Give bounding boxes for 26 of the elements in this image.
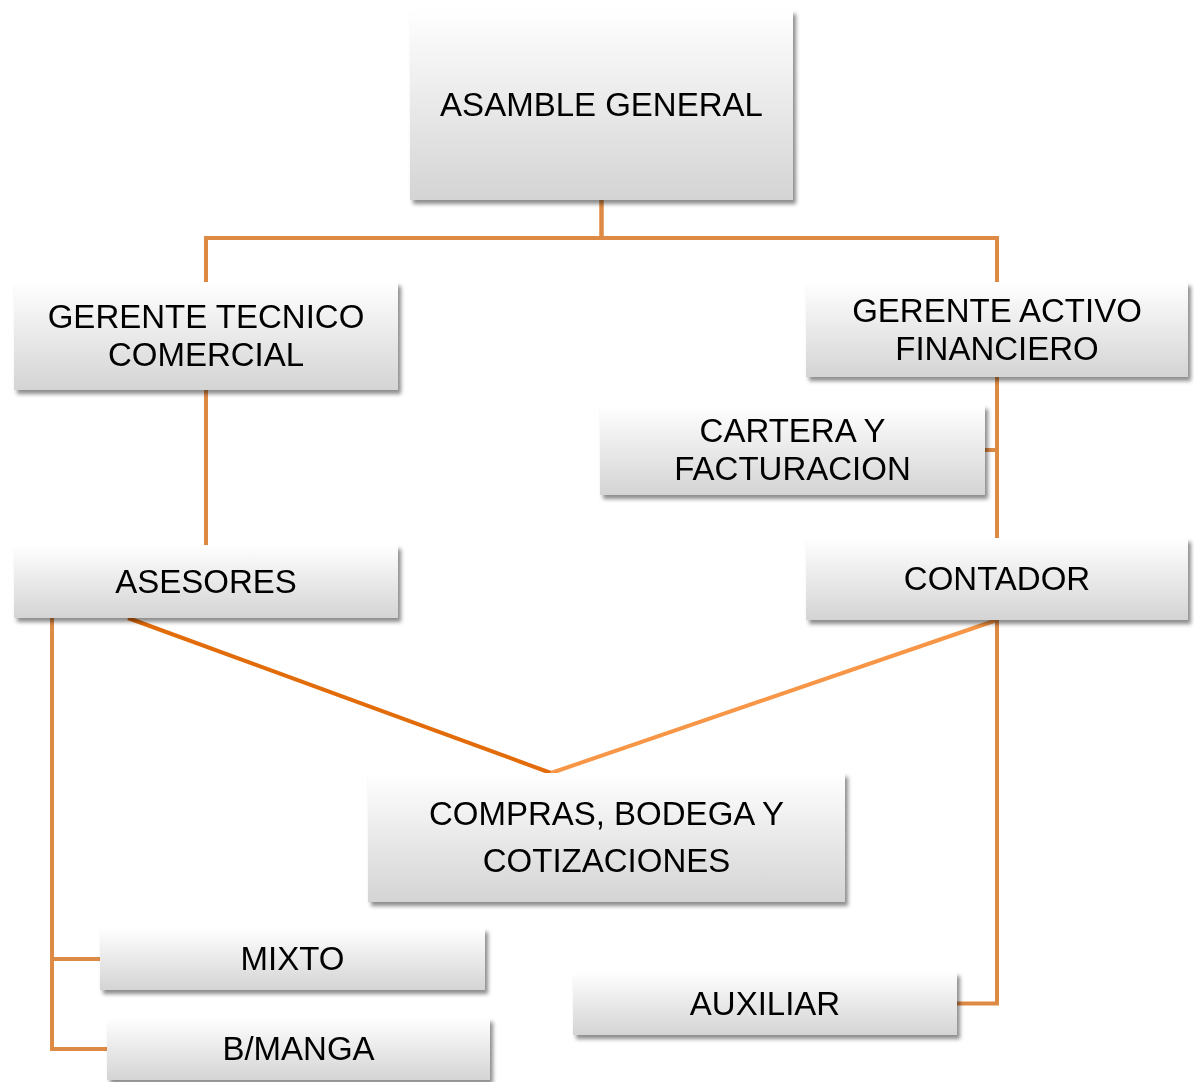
box-label: COMPRAS, BODEGA Y COTIZACIONES [427, 794, 786, 881]
org-box [410, 10, 793, 200]
box-label: B/MANGA [222, 1030, 375, 1068]
org-box [806, 282, 1188, 377]
connector-line [550, 618, 998, 775]
box-label: CARTERA Y FACTURACION [673, 412, 912, 488]
box-label: CONTADOR [903, 560, 1091, 598]
org-box [806, 538, 1188, 620]
connector-line [599, 200, 999, 282]
org-box [600, 405, 985, 495]
box-label: ASAMBLE GENERAL [440, 86, 763, 124]
org-box [368, 773, 845, 902]
org-box [100, 928, 485, 990]
connector-line [204, 390, 208, 545]
box-label: GERENTE ACTIVO FINANCIERO [851, 291, 1143, 368]
box-label: ASESORES [115, 562, 297, 601]
connector-line [957, 620, 999, 1006]
box-label: AUXILIAR [689, 984, 841, 1023]
org-box [573, 972, 957, 1035]
org-box [14, 545, 398, 618]
org-box [14, 282, 398, 390]
org-box [107, 1018, 490, 1080]
connector-line [50, 618, 107, 1051]
box-label: MIXTO [240, 940, 345, 978]
box-label: GERENTE TECNICO COMERCIAL [46, 298, 366, 374]
connector-line [127, 616, 552, 775]
